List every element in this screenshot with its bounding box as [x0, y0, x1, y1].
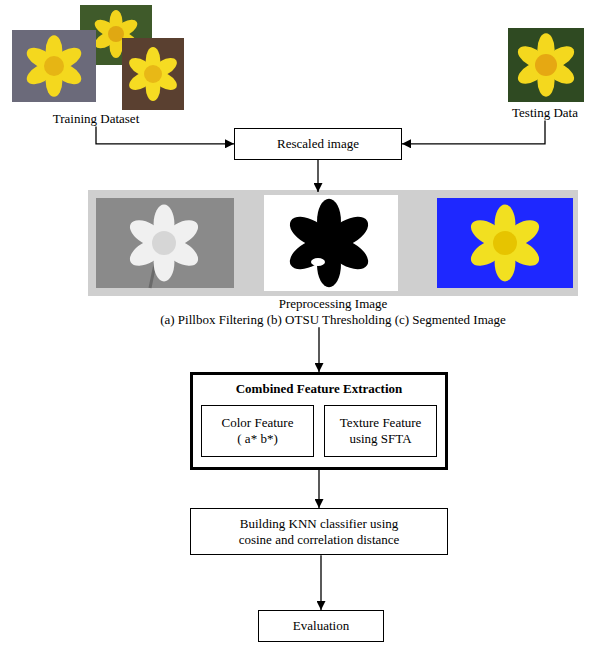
training-photos	[12, 5, 184, 110]
node-text: Preprocessing Image	[88, 296, 578, 312]
flow-arrow	[317, 160, 318, 192]
hole	[311, 258, 325, 266]
flow-arrow	[318, 470, 319, 508]
flower-silhouette	[285, 199, 373, 287]
feature-box: Texture Feature using SFTA	[324, 405, 437, 457]
segmented-image	[437, 198, 573, 288]
photo-frame	[508, 28, 584, 102]
feature-box: Color Feature ( a* b*)	[201, 405, 314, 457]
grayscale-image	[96, 198, 234, 288]
flower	[467, 205, 544, 282]
flow-arrow	[96, 127, 234, 144]
testing-photo	[508, 28, 584, 102]
flower	[126, 47, 180, 101]
preprocessing-panel	[88, 190, 578, 296]
flower-trumpet	[535, 54, 557, 76]
node-text: Testing Data	[498, 105, 592, 121]
inner-row: Color Feature ( a* b*) Texture Feature us…	[201, 405, 437, 457]
flow-arrow	[320, 555, 321, 610]
process-box: Rescaled image	[234, 128, 402, 160]
image-group: Testing Data	[498, 25, 592, 121]
node-text: Evaluation	[265, 618, 377, 634]
image-panel: Preprocessing Image(a) Pillbox Filtering…	[88, 192, 578, 327]
flower-trumpet	[144, 65, 162, 83]
photo-frame	[122, 38, 184, 110]
node-text: (a) Pillbox Filtering (b) OTSU Threshold…	[88, 312, 578, 328]
panel-band	[88, 190, 578, 296]
flower-trumpet	[152, 231, 176, 255]
flower-trumpet	[44, 56, 64, 76]
node-text: Rescaled image	[241, 136, 395, 152]
node-text: Texture Feature using SFTA	[329, 415, 432, 446]
group-box: Combined Feature ExtractionColor Feature…	[190, 372, 448, 470]
flower	[514, 33, 577, 96]
flower	[23, 35, 85, 96]
node-text: Color Feature ( a* b*)	[206, 415, 309, 446]
flower-trumpet	[493, 231, 517, 255]
flow-arrow	[402, 121, 545, 144]
group-heading: Combined Feature Extraction	[201, 381, 437, 397]
binary-image	[264, 195, 398, 291]
node-text: Training Dataset	[5, 111, 187, 127]
flow-arrow	[318, 327, 319, 372]
node-text: Building KNN classifier using cosine and…	[197, 516, 441, 547]
photo-frame	[12, 30, 96, 102]
flower-trumpet	[108, 26, 124, 42]
process-box: Building KNN classifier using cosine and…	[190, 508, 448, 555]
process-box: Evaluation	[258, 610, 384, 642]
flower	[126, 205, 203, 282]
image-group: Training Dataset	[5, 3, 187, 127]
